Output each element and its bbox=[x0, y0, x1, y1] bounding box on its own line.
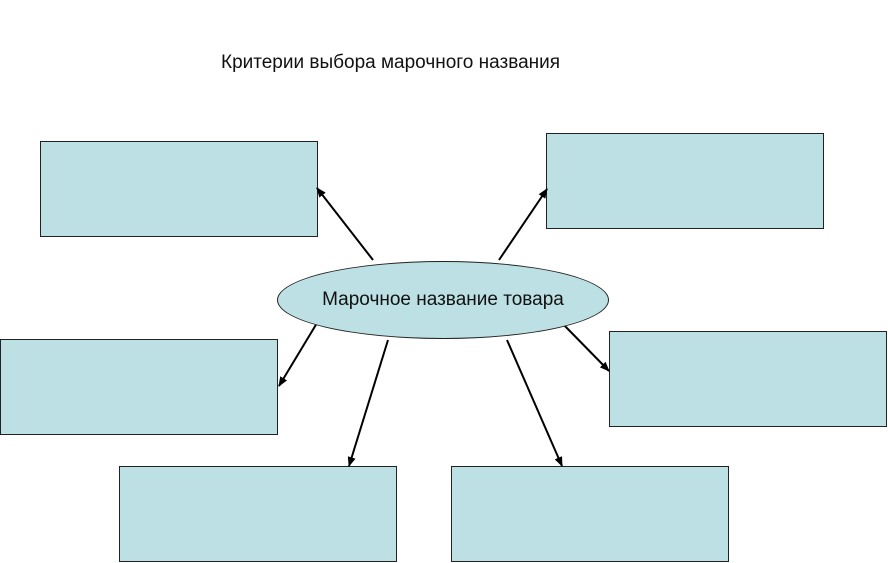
criterion-box-bottom-left bbox=[119, 466, 397, 562]
center-node-ellipse: Марочное название товара bbox=[277, 261, 609, 339]
criterion-box-middle-right bbox=[609, 331, 887, 427]
arrow-to-top-left bbox=[316, 187, 374, 261]
criterion-box-top-left bbox=[40, 141, 318, 237]
diagram-title: Критерии выбора марочного названия bbox=[221, 52, 561, 73]
arrow-to-middle-right bbox=[561, 322, 610, 372]
arrow-to-bottom-left bbox=[347, 339, 389, 467]
arrow-to-top-right bbox=[498, 188, 548, 261]
criterion-box-bottom-right bbox=[451, 466, 729, 562]
criterion-box-middle-left bbox=[0, 339, 278, 435]
criterion-box-top-right bbox=[546, 133, 824, 229]
center-node-label: Марочное название товара bbox=[322, 289, 564, 310]
arrow-to-middle-left bbox=[278, 322, 318, 387]
arrow-to-bottom-right bbox=[506, 339, 563, 467]
